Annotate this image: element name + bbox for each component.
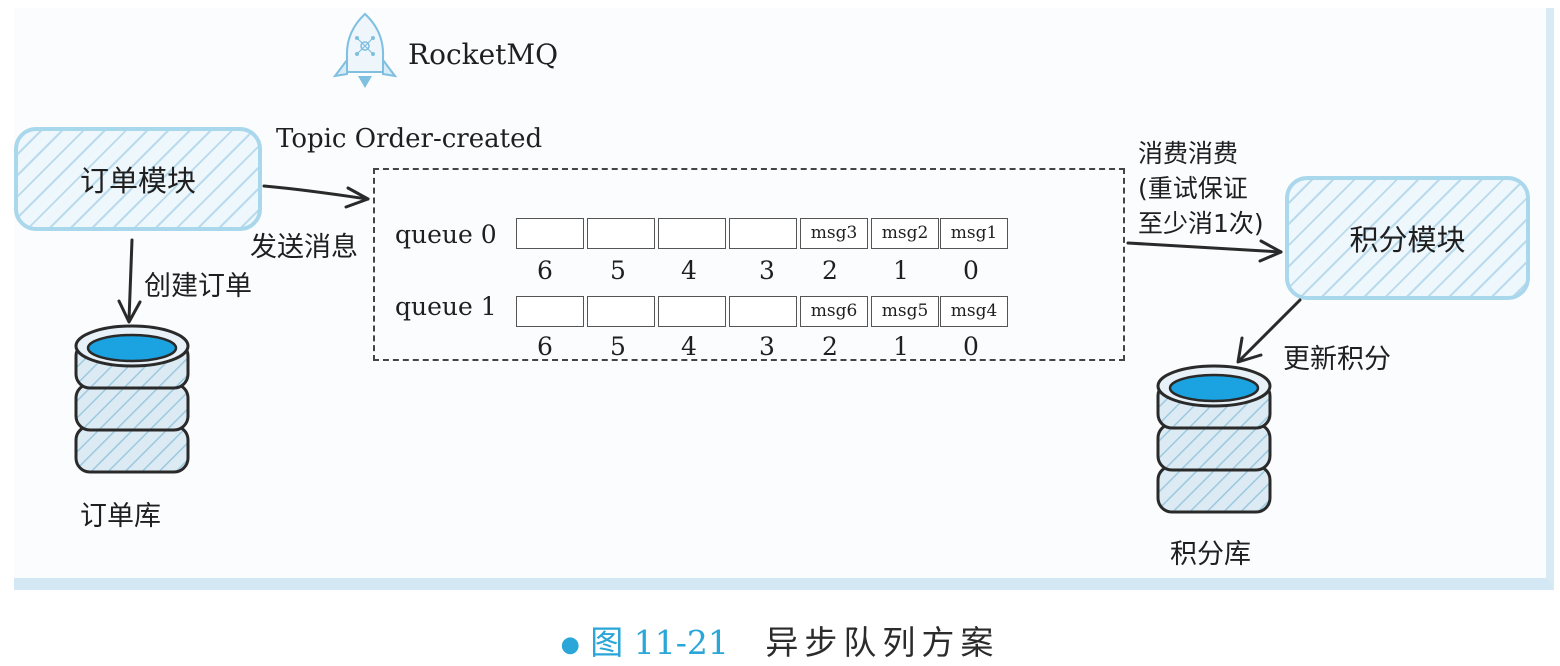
send-message-label: 发送消息 <box>250 232 358 263</box>
queue-1-cell <box>729 296 797 327</box>
rocket-icon <box>332 12 398 88</box>
caption-bullet: ● <box>560 632 580 658</box>
queue-1-index: 6 <box>537 332 553 361</box>
queue-0-cell: msg2 <box>871 218 939 249</box>
queue-0-cell <box>587 218 655 249</box>
queue-0-cell <box>658 218 726 249</box>
queue-1-cell: msg4 <box>940 296 1008 327</box>
queue-0-index: 1 <box>893 256 909 285</box>
queue-1-cell <box>587 296 655 327</box>
order-db-icon <box>74 324 190 474</box>
queue-1-index: 4 <box>681 332 697 361</box>
consume-label-line: 消费消费 <box>1138 139 1239 168</box>
topic-box <box>373 168 1125 361</box>
caption-title: 异步队列方案 <box>765 623 1000 662</box>
points-module: 积分模块 <box>1285 176 1530 300</box>
topic-label: Topic Order-created <box>276 124 543 154</box>
queue-1-index: 5 <box>610 332 626 361</box>
queue-1-cell: msg6 <box>800 296 868 327</box>
queue-0-index: 6 <box>537 256 553 285</box>
send-arrow <box>262 184 370 209</box>
points-db-icon <box>1156 364 1272 514</box>
queue-0-index: 5 <box>610 256 626 285</box>
queue-1-index: 1 <box>893 332 909 361</box>
caption-number: 图 11-21 <box>590 623 729 662</box>
update-points-arrow <box>1236 298 1302 364</box>
figure-caption: ● 图 11-21 异步队列方案 <box>0 616 1560 664</box>
consume-label-line: (重试保证 <box>1138 174 1248 203</box>
queue-0-index: 3 <box>759 256 775 285</box>
queue-0-cell: msg1 <box>940 218 1008 249</box>
queue-0-cell: msg3 <box>800 218 868 249</box>
queue-0-cell <box>729 218 797 249</box>
order-db-label: 订单库 <box>80 501 161 532</box>
queue-1-cell <box>658 296 726 327</box>
consume-label: 消费消费 (重试保证 至少消1次) <box>1138 136 1264 241</box>
create-order-arrow <box>117 238 142 324</box>
queue-1-cell <box>516 296 584 327</box>
queue-1-label: queue 1 <box>395 292 497 321</box>
queue-1-index: 3 <box>759 332 775 361</box>
consume-arrow <box>1126 239 1283 263</box>
queue-0-label: queue 0 <box>395 220 497 249</box>
order-module: 订单模块 <box>14 127 262 231</box>
queue-1-index: 2 <box>822 332 838 361</box>
queue-0-cell <box>516 218 584 249</box>
create-order-label: 创建订单 <box>144 271 252 302</box>
points-module-label: 积分模块 <box>1349 223 1466 257</box>
queue-0-index: 2 <box>822 256 838 285</box>
points-db-label: 积分库 <box>1170 539 1251 570</box>
queue-1-cell: msg5 <box>871 296 939 327</box>
brand-name: RocketMQ <box>408 38 559 71</box>
consume-label-line: 至少消1次) <box>1138 209 1264 238</box>
queue-0-index: 4 <box>681 256 697 285</box>
order-module-label: 订单模块 <box>79 164 196 198</box>
queue-1-index: 0 <box>963 332 979 361</box>
update-points-label: 更新积分 <box>1283 344 1391 375</box>
queue-0-index: 0 <box>963 256 979 285</box>
